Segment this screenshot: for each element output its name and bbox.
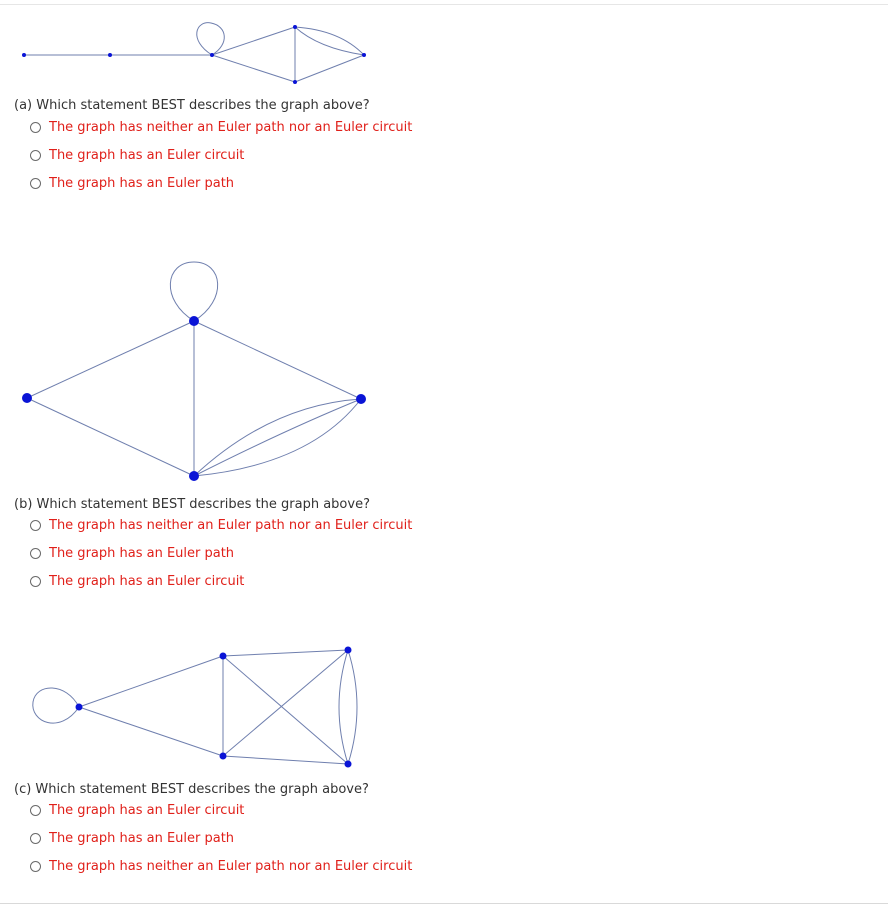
question-a-options: The graph has neither an Euler path nor … [30,113,412,197]
option-label: The graph has neither an Euler path nor … [49,119,413,135]
graph-c-loop [32,687,80,724]
radio-button[interactable] [30,177,41,189]
graph-a-vertex [210,53,214,57]
graph-c-vertex [219,652,227,660]
question-c-prompt: (c) Which statement BEST describes the g… [14,782,369,797]
graph-c-edge [78,655,224,708]
graph-c-vertex [344,646,352,654]
radio-button[interactable] [30,575,41,587]
radio-button[interactable] [30,519,41,531]
question-b-option-3[interactable]: The graph has an Euler circuit [30,567,412,595]
option-label: The graph has an Euler circuit [49,573,245,589]
option-label: The graph has an Euler path [49,545,235,561]
question-c-option-3[interactable]: The graph has neither an Euler path nor … [30,852,412,880]
bottom-divider [0,903,888,904]
question-c-options: The graph has an Euler circuit The graph… [30,796,412,880]
radio-button[interactable] [30,832,41,844]
graph-a-vertex [293,25,297,29]
graph-a-vertex [293,80,297,84]
question-a-option-1[interactable]: The graph has neither an Euler path nor … [30,113,412,141]
graph-b [22,261,366,481]
graph-c-edge [222,755,349,765]
graph-c-edge [222,649,349,657]
question-b-prompt: (b) Which statement BEST describes the g… [14,497,370,512]
graph-c-edge [78,706,224,757]
graph-b-vertex [356,394,366,404]
graph-c-vertex [344,760,352,768]
graph-a-edge [211,26,296,56]
question-a-prompt: (a) Which statement BEST describes the g… [14,98,370,113]
graph-b-loop [169,261,219,322]
graph-a-edge [294,26,365,56]
question-b-option-2[interactable]: The graph has an Euler path [30,539,412,567]
option-label: The graph has an Euler path [49,175,235,191]
question-a-option-3[interactable]: The graph has an Euler path [30,169,412,197]
radio-button[interactable] [30,149,41,161]
graph-a-loop [196,22,225,56]
graph-a-edge [294,54,365,83]
radio-button[interactable] [30,804,41,816]
graph-a [22,22,366,84]
graph-b-vertex [189,471,199,481]
radio-button[interactable] [30,860,41,872]
graph-c-edge [338,649,349,765]
question-a-option-2[interactable]: The graph has an Euler circuit [30,141,412,169]
graph-b-edge [193,398,362,477]
graph-a-vertex [362,53,366,57]
graph-b-vertex [189,316,199,326]
graph-b-edge [193,398,362,477]
graph-c-edge [222,655,349,765]
option-label: The graph has neither an Euler path nor … [49,517,413,533]
graph-b-vertex [22,393,32,403]
option-label: The graph has neither an Euler path nor … [49,858,413,874]
question-b-option-1[interactable]: The graph has neither an Euler path nor … [30,511,412,539]
graph-a-edge [294,26,365,56]
graph-a-vertex [22,53,26,57]
radio-button[interactable] [30,121,41,133]
question-c-option-2[interactable]: The graph has an Euler path [30,824,412,852]
graph-c-vertex [75,703,83,711]
option-label: The graph has an Euler circuit [49,147,245,163]
graph-c-vertex [219,752,227,760]
option-label: The graph has an Euler circuit [49,802,245,818]
top-divider [0,4,888,5]
graph-b-edge [26,397,195,477]
graph-a-edge [211,54,296,83]
graph-b-edge [26,320,195,399]
graph-c [32,646,358,768]
graph-c-edge [347,649,358,765]
graph-a-vertex [108,53,112,57]
option-label: The graph has an Euler path [49,830,235,846]
graph-b-edge [193,398,362,477]
radio-button[interactable] [30,547,41,559]
question-b-options: The graph has neither an Euler path nor … [30,511,412,595]
question-c-option-1[interactable]: The graph has an Euler circuit [30,796,412,824]
graph-c-edge [222,649,349,757]
graph-b-edge [193,320,362,400]
